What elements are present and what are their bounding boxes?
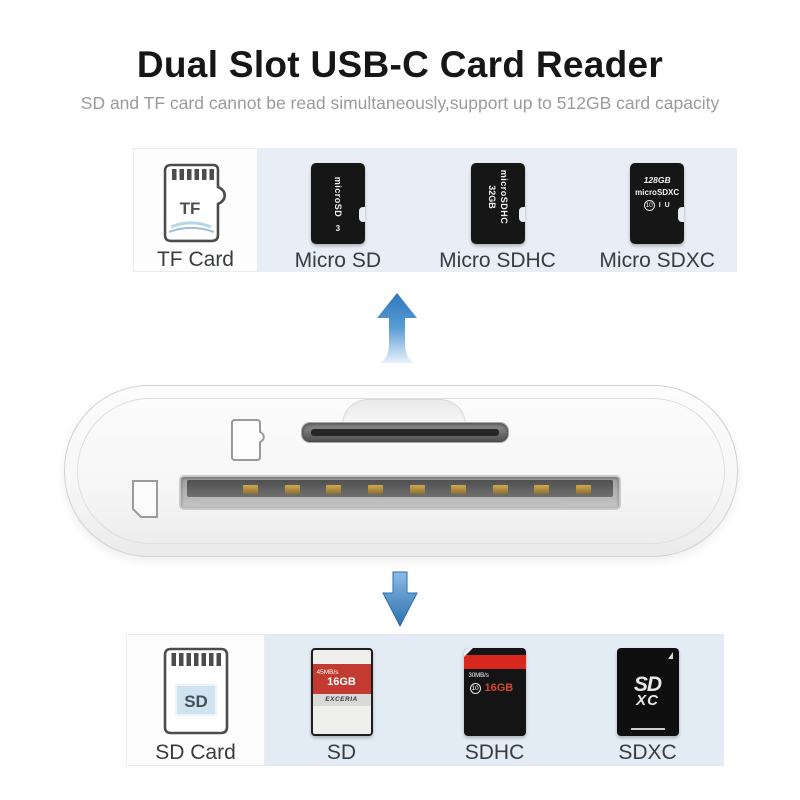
card-notch xyxy=(358,207,365,223)
up-arrow-icon xyxy=(377,293,417,363)
down-arrow-icon xyxy=(382,571,418,627)
sd-card-outline-icon xyxy=(132,480,158,518)
contact-pin xyxy=(576,485,591,494)
contact-pin xyxy=(409,485,425,494)
tf-icon-label: TF xyxy=(179,199,200,218)
uhs-mark: I U xyxy=(658,202,671,209)
micro-sdxc-capacity: 128GB xyxy=(643,175,671,185)
micro-sdxc-label: Micro SDXC xyxy=(599,248,715,272)
micro-sd-slot xyxy=(301,422,509,443)
contact-pin xyxy=(284,485,300,494)
sdhc-label: SDHC xyxy=(464,741,525,764)
sdxc-column: SD XC SDXC xyxy=(571,634,724,766)
sd-card-panel-label: SD Card xyxy=(155,741,236,764)
sdhc-speed: 30MB/s xyxy=(468,673,489,679)
contact-pin xyxy=(492,485,508,494)
micro-sdhc-column: microSDHC 32GB Micro SDHC xyxy=(418,148,578,272)
card-notch xyxy=(518,207,525,223)
micro-sd-card-image: microSD 3 xyxy=(310,163,365,244)
micro-sdhc-label: Micro SDHC xyxy=(439,248,556,272)
micro-cards-panel: microSD 3 Micro SD microSDHC 32GB Micro … xyxy=(258,148,737,272)
sdxc-logo-bottom: XC xyxy=(636,692,659,710)
sdhc-card-image: 30MB/s 10 16GB xyxy=(463,648,526,736)
micro-sdxc-column: 128GB microSDXC 10 I U Micro SDXC xyxy=(577,148,737,272)
micro-sd-mark: 3 xyxy=(335,224,341,234)
contact-pin xyxy=(326,485,342,494)
contact-pin xyxy=(534,485,550,494)
contact-pin xyxy=(243,485,258,494)
micro-sd-logo: microSD xyxy=(332,176,343,218)
tf-card-icon: TF xyxy=(163,163,226,243)
sd-card-panel: SD SD Card xyxy=(126,634,265,766)
tf-compatibility-row: TF TF Card microSD 3 Micro SD xyxy=(133,148,737,272)
sd-column: 45MB/s 16GB EXCERIA SD xyxy=(265,634,418,766)
micro-sdxc-card-image: 128GB microSDXC 10 I U xyxy=(630,163,685,244)
card-notch xyxy=(678,207,685,223)
micro-sd-outline-icon xyxy=(231,419,265,461)
sdhc-column: 30MB/s 10 16GB SDHC xyxy=(418,634,571,766)
sd-label: SD xyxy=(326,741,357,764)
speed-class-mark: 10 xyxy=(643,200,655,211)
micro-sdhc-logo: microSDHC xyxy=(498,169,509,225)
page-subtitle: SD and TF card cannot be read simultaneo… xyxy=(80,93,720,113)
contact-pin xyxy=(367,485,383,494)
micro-sdxc-logo: microSDXC xyxy=(635,188,680,197)
tf-card-panel: TF TF Card xyxy=(133,148,258,272)
micro-slot-opening xyxy=(311,429,499,436)
sdxc-card-image: SD XC xyxy=(616,648,679,736)
page-title: Dual Slot USB-C Card Reader xyxy=(136,44,664,85)
sdxc-logo-top: SD xyxy=(633,672,662,696)
sd-slot-ledge xyxy=(201,499,561,505)
sdxc-label: SDXC xyxy=(618,741,677,764)
sd-icon-label: SD xyxy=(184,692,208,711)
sd-brand: EXCERIA xyxy=(312,694,371,706)
sd-card-image: 45MB/s 16GB EXCERIA xyxy=(310,648,373,736)
sdhc-capacity: 16GB xyxy=(484,682,514,694)
card-reader-device xyxy=(64,385,738,557)
sd-compatibility-row: SD SD Card 45MB/s 16GB EXCERIA SD 30MB/s xyxy=(126,634,724,766)
micro-sd-label: Micro SD xyxy=(294,248,381,272)
sd-slot-contact-pins xyxy=(243,485,591,494)
sdhc-red-stripe xyxy=(463,655,526,669)
sd-card-slot xyxy=(179,475,621,510)
micro-sd-column: microSD 3 Micro SD xyxy=(258,148,418,272)
contact-pin xyxy=(451,485,467,494)
sd-card-icon: SD xyxy=(163,647,228,735)
sd-cards-panel: 45MB/s 16GB EXCERIA SD 30MB/s 10 16GB SD… xyxy=(265,634,724,766)
micro-sdhc-capacity: 32GB xyxy=(486,185,497,209)
sd-speed: 45MB/s xyxy=(316,668,339,676)
speed-class-mark: 10 xyxy=(469,682,481,694)
micro-sdhc-card-image: microSDHC 32GB xyxy=(470,163,525,244)
sd-capacity: 16GB xyxy=(327,676,356,689)
tf-card-label: TF Card xyxy=(156,247,234,271)
